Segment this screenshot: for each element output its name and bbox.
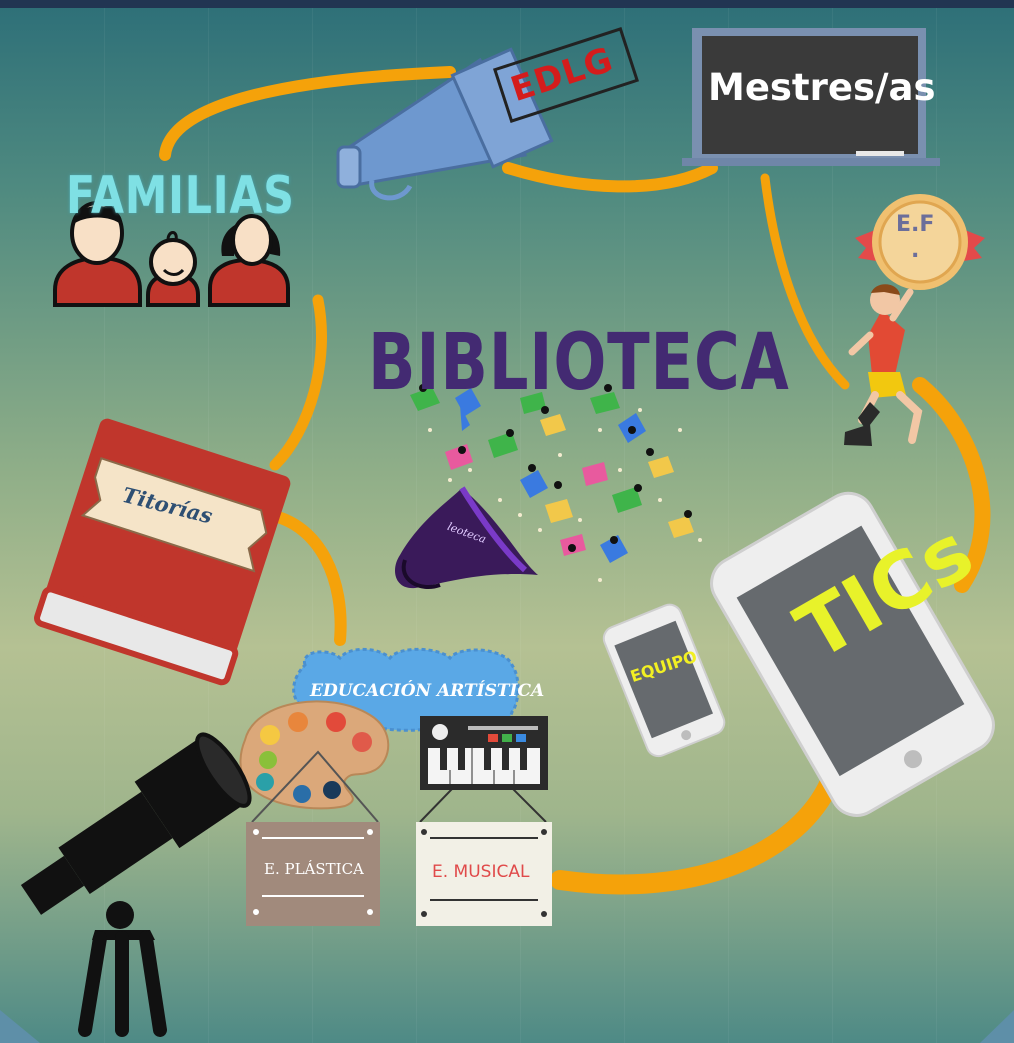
arrow-ef-tics <box>912 377 991 593</box>
magic-hat-icon <box>395 486 538 589</box>
phone-icon <box>602 603 726 758</box>
ef-label: E.F . <box>896 212 934 264</box>
arrow-titorias-artistica <box>264 509 347 646</box>
arrow-tics-artistica <box>550 772 840 895</box>
background-gridline <box>728 0 729 1043</box>
background-gridline <box>416 0 417 1043</box>
background-gridline <box>936 0 937 1043</box>
ef-label-line2: . <box>911 238 920 263</box>
running-child-icon <box>844 284 923 446</box>
frame-corner <box>0 1010 40 1043</box>
chalkboard-icon <box>682 28 940 166</box>
center-title: BIBLIOTECA <box>368 318 790 408</box>
family-icon <box>53 201 290 307</box>
medal-icon <box>855 194 985 290</box>
sign-plastica <box>246 750 380 926</box>
ef-label-line1: E.F <box>896 212 935 237</box>
musical-label: E. MUSICAL <box>432 862 530 882</box>
educacion-artistica-label: EDUCACIÓN ARTÍSTICA <box>310 681 545 701</box>
arrow-edlg-mestres <box>502 162 718 193</box>
arrow-mestres-ef <box>760 173 850 390</box>
background-gridline <box>312 0 313 1043</box>
arrow-familias-edlg <box>159 66 456 161</box>
flying-books-icon <box>410 384 702 582</box>
familias-label: FAMILIAS <box>66 166 295 226</box>
frame-top <box>0 0 1014 8</box>
megaphone-icon <box>336 27 640 201</box>
keyboard-icon <box>420 716 548 790</box>
plastica-label: E. PLÁSTICA <box>264 860 364 878</box>
telescope-icon <box>20 732 252 1037</box>
background-gridline <box>520 0 521 1043</box>
connector-arrows <box>159 66 991 895</box>
sign-musical <box>416 756 552 926</box>
mestres-label: Mestres/as <box>708 66 936 109</box>
book-icon <box>34 418 291 686</box>
background-gridline <box>624 0 625 1043</box>
frame-corner <box>980 1010 1014 1043</box>
arrow-titorias-familias <box>269 294 327 471</box>
tablet-icon <box>710 491 995 817</box>
